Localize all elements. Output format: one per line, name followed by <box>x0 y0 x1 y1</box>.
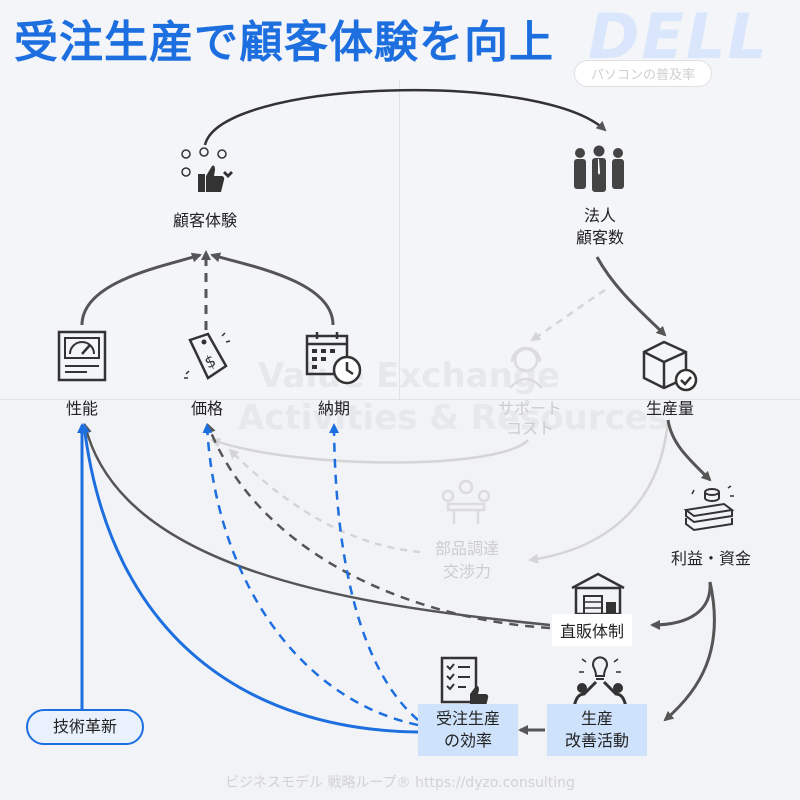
arrow-corporate-to-volume <box>595 256 667 337</box>
arrow-direct-to-price-dashed <box>206 423 551 630</box>
headset-icon <box>509 346 543 389</box>
node-performance: 性能 <box>65 399 98 418</box>
node-support-cost-line2: コスト <box>505 419 554 438</box>
node-order-efficiency: 受注生産 の効率 <box>418 704 518 756</box>
arrow-volume-to-profit <box>666 419 712 482</box>
node-direct-sales: 直販体制 <box>552 614 633 646</box>
arrow-volume-to-parts <box>528 419 670 564</box>
node-parts-procurement-line2: 交渉力 <box>442 562 491 581</box>
node-price: 価格 <box>190 399 223 418</box>
arrow-parts-to-price <box>228 448 421 554</box>
node-tech-innovation: 技術革新 <box>26 709 144 745</box>
teamwork-lightbulb-icon <box>572 656 628 709</box>
page-title: 受注生産で顧客体験を向上 <box>14 17 554 68</box>
price-tag-icon: $ <box>184 332 231 380</box>
box-check-icon <box>642 340 698 392</box>
node-parts-procurement-line1: 部品調達 <box>434 539 499 558</box>
calendar-clock-icon <box>305 332 362 385</box>
node-profit-funds: 利益・資金 <box>670 549 751 568</box>
node-delivery: 納期 <box>317 399 350 418</box>
checklist-thumb-icon <box>440 656 489 706</box>
quadrant-divider-horizontal <box>0 399 800 400</box>
emoji-thumbs-up-icon <box>181 147 233 192</box>
watermark-line2: Activities & Resources <box>238 398 668 438</box>
arrow-efficiency-to-price-dashed <box>202 423 419 727</box>
money-stack-icon <box>683 485 735 532</box>
node-order-efficiency-line1: 受注生産 <box>435 709 500 728</box>
node-corporate-customers-line1: 法人 <box>583 206 616 225</box>
meeting-icon <box>441 479 491 524</box>
arrow-efficiency-to-delivery-dashed <box>329 423 419 721</box>
node-production-improvement: 生産 改善活動 <box>547 704 647 756</box>
arrow-experience-to-corporate <box>203 88 607 146</box>
arrow-profit-to-improvement <box>663 581 716 722</box>
people-group-icon <box>574 145 624 192</box>
node-order-efficiency-line2: の効率 <box>443 731 492 750</box>
gauge-icon <box>57 330 107 382</box>
arrow-corporate-to-support <box>530 288 606 342</box>
footer-credit: ビジネスモデル 戦略ループ® https://dyzo.consulting <box>225 775 575 791</box>
node-support-cost-line1: サポート <box>497 399 562 418</box>
node-production-improvement-line1: 生産 <box>580 709 613 728</box>
arrow-profit-to-direct <box>650 581 712 630</box>
watermark-line1: Value Exchange <box>258 356 561 396</box>
node-customer-experience: 顧客体験 <box>172 211 237 230</box>
node-production-improvement-line2: 改善活動 <box>564 731 629 750</box>
arrow-support-to-price <box>210 437 529 464</box>
faded-top-label: パソコンの普及率 <box>574 60 713 87</box>
node-production-volume: 生産量 <box>645 399 694 418</box>
warehouse-icon <box>571 572 625 616</box>
node-corporate-customers-line2: 顧客数 <box>575 228 624 247</box>
arrow-efficiency-to-performance <box>80 423 419 734</box>
arrow-delivery-to-experience <box>210 252 335 326</box>
arrow-performance-to-experience <box>80 252 202 326</box>
quadrant-divider-vertical <box>399 80 400 400</box>
